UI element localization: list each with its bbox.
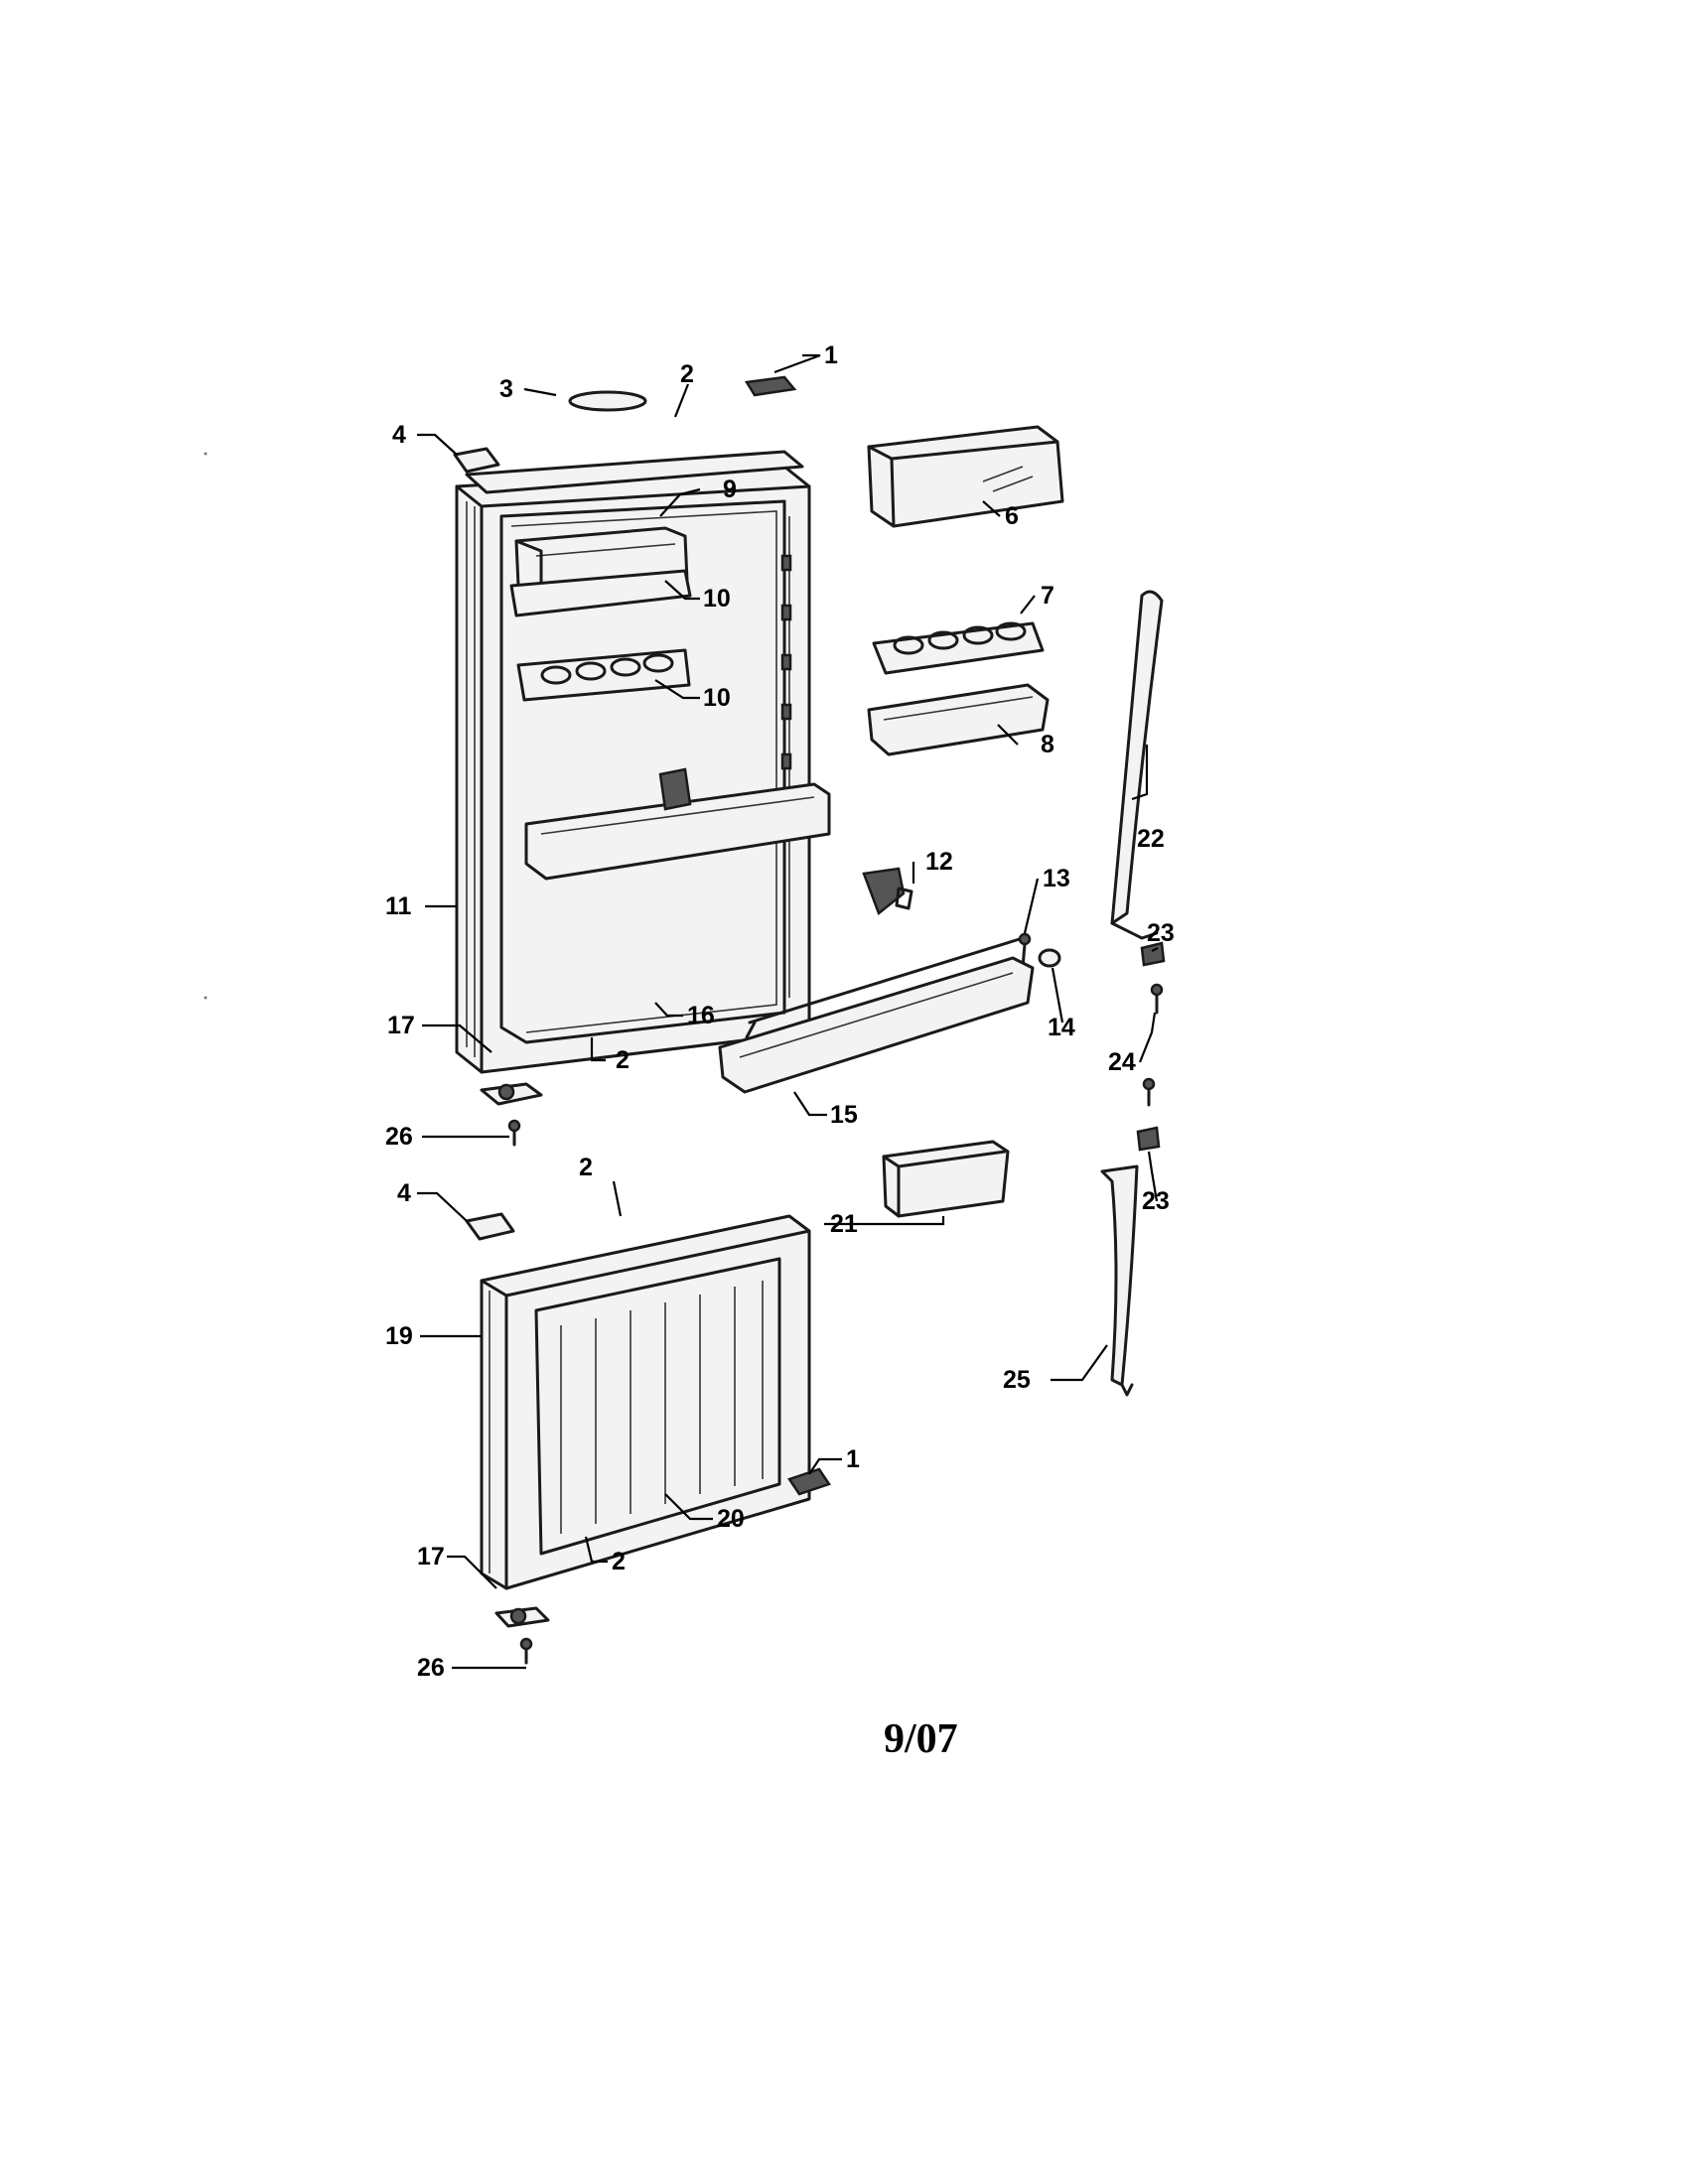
hinge-bushing-17-upper	[480, 1082, 543, 1106]
callout-4: 4	[397, 1179, 411, 1207]
callout-2: 2	[616, 1046, 630, 1074]
screw-26-upper	[507, 1119, 521, 1147]
callout-23: 23	[1142, 1187, 1170, 1215]
callout-1: 1	[846, 1445, 860, 1473]
door-shelf-15	[718, 956, 1035, 1094]
large-door-bin	[524, 767, 831, 881]
hinge-cap-4-lower	[465, 1212, 515, 1241]
top-hinge-cover-1	[744, 375, 797, 397]
callout-19: 19	[385, 1322, 413, 1350]
door-shelf-10-upper	[509, 569, 692, 617]
callout-14: 14	[1048, 1014, 1075, 1041]
scan-dot	[204, 452, 208, 456]
callout-16: 16	[687, 1002, 715, 1029]
handle-bracket-23-upper	[1140, 941, 1166, 967]
callout-21: 21	[830, 1210, 858, 1238]
hinge-bushing-17-lower	[494, 1606, 550, 1628]
callout-10: 10	[703, 684, 731, 712]
screw-24-upper	[1150, 983, 1164, 1015]
freezer-door	[480, 1214, 811, 1590]
date-code: 9/07	[884, 1716, 958, 1762]
callout-26: 26	[417, 1654, 445, 1682]
door-top-cap	[465, 450, 804, 494]
scan-dot	[204, 996, 208, 1000]
door-handle-25	[1100, 1164, 1139, 1397]
callout-12: 12	[925, 848, 953, 876]
callout-20: 20	[717, 1505, 745, 1533]
callout-4: 4	[392, 421, 406, 449]
callout-22: 22	[1137, 825, 1165, 853]
callout-2: 2	[612, 1548, 626, 1575]
leader-lines	[417, 353, 1159, 1670]
egg-tray-7	[872, 621, 1045, 675]
callout-10: 10	[703, 585, 731, 613]
callout-15: 15	[830, 1101, 858, 1129]
end-cap-14	[1038, 948, 1061, 968]
callout-2: 2	[680, 360, 694, 388]
handle-bracket-23-lower	[1136, 1126, 1161, 1152]
callout-11: 11	[385, 892, 412, 920]
callout-17: 17	[417, 1543, 445, 1570]
door-handle-22	[1110, 590, 1164, 940]
callout-13: 13	[1043, 865, 1070, 892]
callout-25: 25	[1003, 1366, 1031, 1394]
door-shelf-8	[867, 683, 1050, 756]
callout-23: 23	[1147, 919, 1175, 947]
door-bin-21	[882, 1140, 1010, 1218]
callout-26: 26	[385, 1123, 413, 1151]
egg-shelf-10-lower	[516, 648, 691, 702]
logo-plate-3	[568, 390, 647, 412]
shelf-retainer-12	[862, 867, 913, 916]
callout-8: 8	[1041, 731, 1054, 758]
callout-2: 2	[579, 1154, 593, 1181]
callout-17: 17	[387, 1012, 415, 1039]
hinge-cap-4-upper	[453, 447, 500, 474]
callout-24: 24	[1108, 1048, 1136, 1076]
callout-9: 9	[723, 476, 737, 503]
callout-labels: 1 2 3 4 9 6 10 7 10 8 22 12 13 11 23 16 …	[385, 341, 1175, 1682]
callout-6: 6	[1005, 502, 1019, 530]
callout-7: 7	[1041, 582, 1054, 610]
dairy-door-6	[867, 425, 1064, 528]
screw-24-lower	[1142, 1077, 1156, 1107]
screw-26-lower	[519, 1637, 533, 1665]
callout-3: 3	[499, 375, 513, 403]
callout-1: 1	[824, 341, 838, 369]
